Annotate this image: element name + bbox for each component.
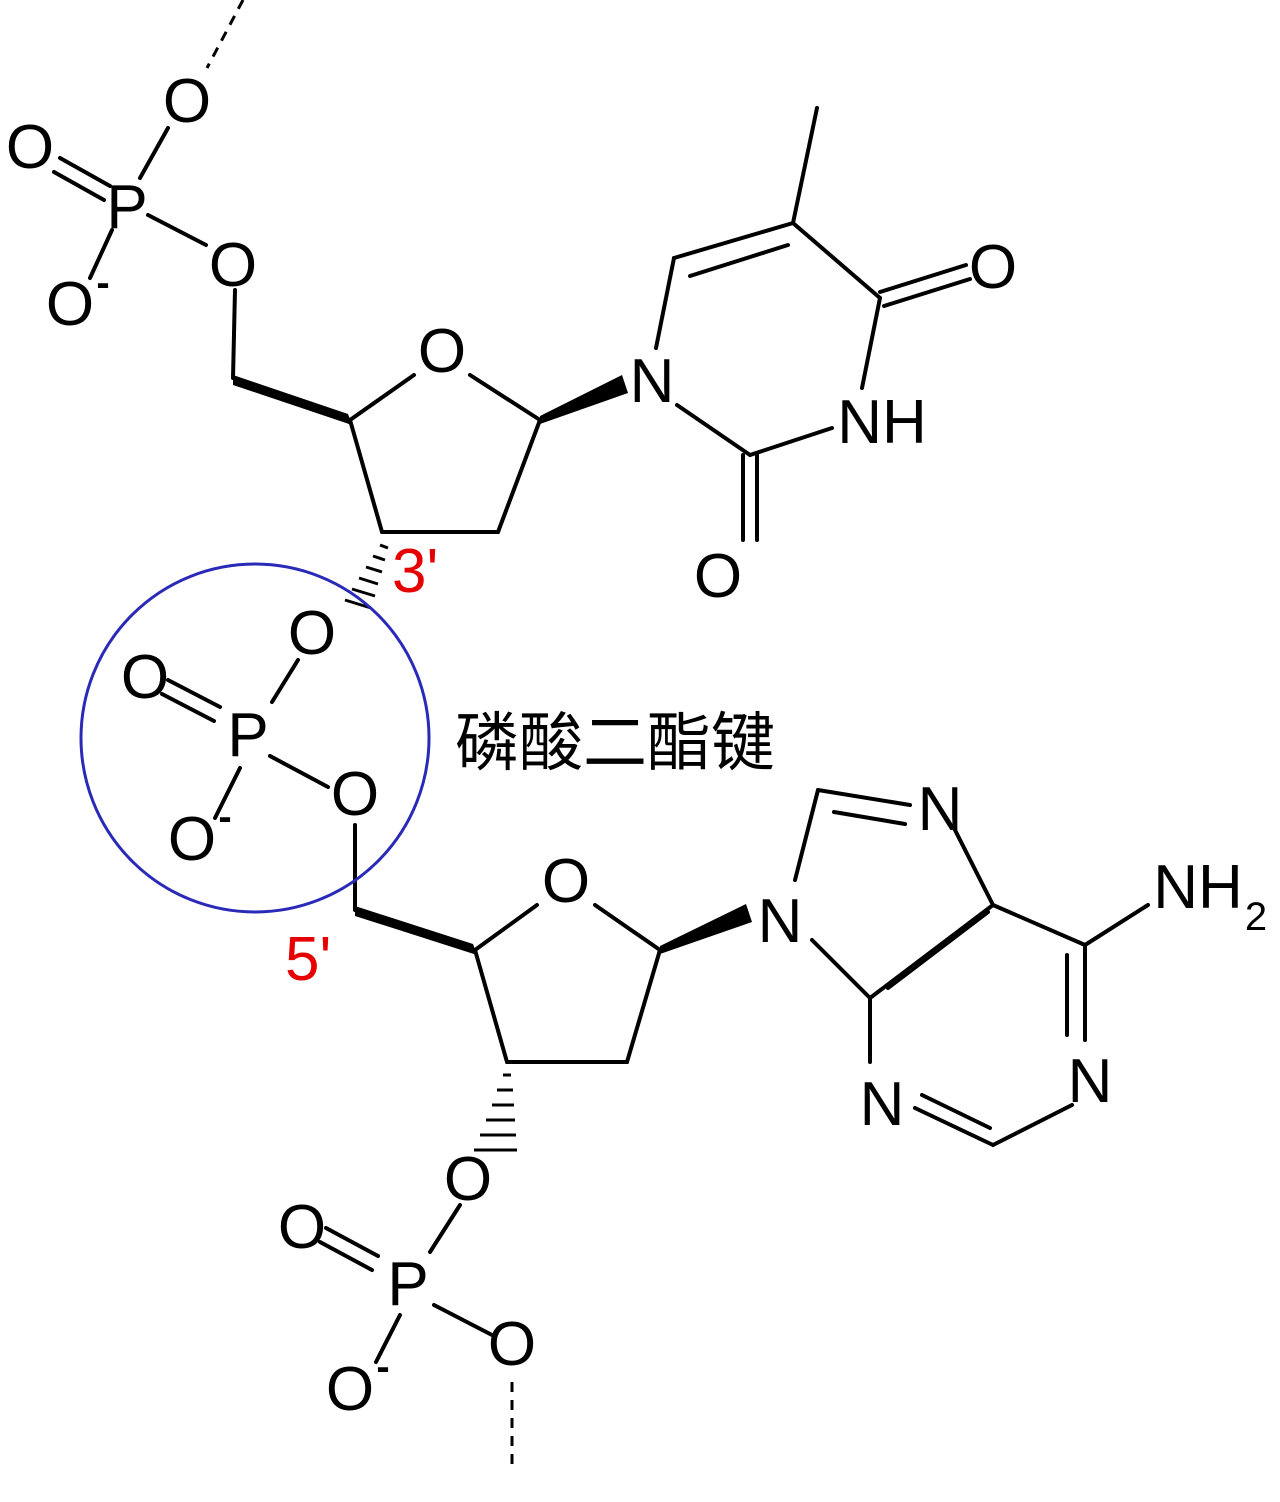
atom-oxygen-mid-anion: O bbox=[168, 805, 216, 874]
atom-nitrogen-adenine-n7: N bbox=[918, 775, 963, 844]
position-label-3prime: 3' bbox=[392, 537, 438, 606]
phosphodiester-bond-caption: 磷酸二酯键 bbox=[455, 707, 775, 781]
atom-phosphorus-mid: P bbox=[227, 701, 268, 770]
bond-lines bbox=[52, 0, 1150, 1470]
atom-nh2-subscript: 2 bbox=[1245, 895, 1267, 939]
charge-negative-top: - bbox=[96, 261, 109, 305]
phosphodiester-highlight-circle bbox=[79, 562, 431, 914]
atom-nitrogen-adenine-n3: N bbox=[860, 1070, 905, 1139]
atom-oxygen-mid-double: O bbox=[121, 643, 169, 712]
charge-negative-bottom: - bbox=[376, 1345, 389, 1389]
atom-oxygen-top-chain: O bbox=[163, 67, 211, 136]
atom-oxygen-bottom-ester: O bbox=[488, 1310, 536, 1379]
atom-phosphorus-bottom: P bbox=[387, 1250, 428, 1319]
atom-oxygen-bottom-anion: O bbox=[326, 1355, 374, 1424]
atom-oxygen-bottom-3prime: O bbox=[444, 1145, 492, 1214]
atom-oxygen-top-ester: O bbox=[209, 231, 257, 300]
atom-oxygen-top-double: O bbox=[6, 113, 54, 182]
atom-oxygen-thymine-c4: O bbox=[969, 233, 1017, 302]
atom-nh-thymine: NH bbox=[837, 388, 927, 457]
atom-oxygen-mid-3prime: O bbox=[288, 599, 336, 668]
hashed-bonds bbox=[344, 543, 517, 1152]
position-label-5prime: 5' bbox=[285, 925, 331, 994]
wedge-bonds bbox=[233, 375, 752, 955]
charge-negative-mid: - bbox=[218, 795, 231, 839]
atom-oxygen-bottom-double: O bbox=[278, 1193, 326, 1262]
atom-oxygen-top-anion: O bbox=[46, 270, 94, 339]
atom-nitrogen-thymine-n1: N bbox=[630, 347, 675, 416]
atom-nitrogen-adenine-n1: N bbox=[1068, 1047, 1113, 1116]
atom-nh2-adenine: NH bbox=[1153, 853, 1243, 922]
atom-oxygen-bottom-ring: O bbox=[542, 847, 590, 916]
atom-oxygen-thymine-c2: O bbox=[694, 542, 742, 611]
atom-oxygen-top-ring: O bbox=[418, 317, 466, 386]
atom-nitrogen-adenine-n9: N bbox=[758, 887, 803, 956]
atom-phosphorus-top: P bbox=[106, 173, 147, 242]
atom-oxygen-mid-5prime: O bbox=[331, 760, 379, 829]
